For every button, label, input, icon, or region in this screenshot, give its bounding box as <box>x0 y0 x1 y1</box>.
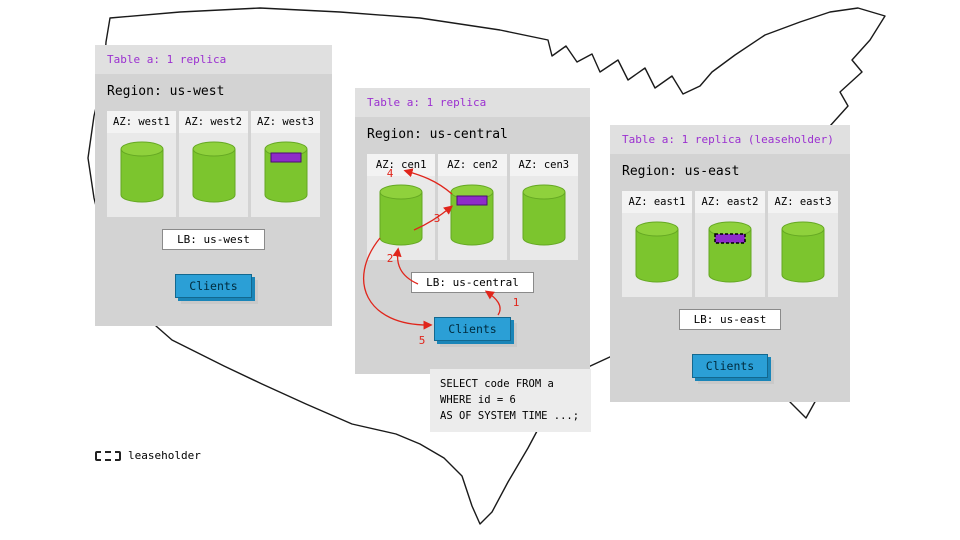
sql-query: SELECT code FROM a WHERE id = 6 AS OF SY… <box>430 369 591 433</box>
replica-cylinder <box>192 141 235 203</box>
table-replica-header: Table a: 1 replica (leaseholder) <box>610 125 850 154</box>
az-label: AZ: east1 <box>622 191 692 213</box>
legend-leaseholder-swatch <box>95 450 121 461</box>
clients-box: Clients <box>691 354 769 378</box>
sql-line: AS OF SYSTEM TIME ...; <box>440 409 580 422</box>
region-title: Region: us-east <box>622 164 740 179</box>
az-column-west3: AZ: west3 <box>251 111 320 217</box>
az-column-cen3: AZ: cen3 <box>509 154 578 260</box>
replica-cylinder <box>450 184 494 246</box>
replica-cylinder <box>120 141 163 203</box>
az-column-west1: AZ: west1 <box>107 111 176 217</box>
legend-leaseholder: leaseholder <box>95 449 201 462</box>
replica-cylinder <box>264 141 307 203</box>
sql-line: WHERE id = 6 <box>440 393 516 406</box>
leaseholder-bar <box>714 233 746 244</box>
legend-label: leaseholder <box>128 449 201 462</box>
az-label: AZ: cen3 <box>509 154 578 176</box>
az-label: AZ: east2 <box>695 191 765 213</box>
replica-cylinder <box>635 221 679 283</box>
region-title: Region: us-west <box>107 84 225 99</box>
az-column-east3: AZ: east3 <box>768 191 838 297</box>
az-column-cen2: AZ: cen2 <box>438 154 507 260</box>
replica-cylinder <box>708 221 752 283</box>
sql-line: SELECT code FROM a <box>440 378 554 390</box>
region-panel-us-central: Table a: 1 replica Region: us-central AZ… <box>355 88 590 374</box>
region-panel-us-west: Table a: 1 replica Region: us-west AZ: w… <box>95 45 332 326</box>
replica-cylinder <box>781 221 825 283</box>
az-label: AZ: cen1 <box>367 154 436 176</box>
replica-range-bar <box>456 195 488 206</box>
az-label: AZ: west2 <box>179 111 248 133</box>
load-balancer-box: LB: us-west <box>162 229 265 250</box>
az-label: AZ: east3 <box>768 191 838 213</box>
region-panel-us-east: Table a: 1 replica (leaseholder) Region:… <box>610 125 850 402</box>
clients-box: Clients <box>175 274 252 298</box>
table-replica-header: Table a: 1 replica <box>355 88 590 117</box>
clients-box: Clients <box>434 317 511 341</box>
replica-cylinder <box>522 184 566 246</box>
az-label: AZ: west1 <box>107 111 176 133</box>
replica-range-bar <box>270 152 301 163</box>
table-replica-header: Table a: 1 replica <box>95 45 332 74</box>
az-label: AZ: west3 <box>251 111 320 133</box>
region-title: Region: us-central <box>367 127 508 142</box>
az-column-cen1: AZ: cen1 <box>367 154 436 260</box>
az-column-west2: AZ: west2 <box>179 111 248 217</box>
load-balancer-box: LB: us-central <box>411 272 534 293</box>
az-column-east2: AZ: east2 <box>695 191 765 297</box>
load-balancer-box: LB: us-east <box>678 309 782 330</box>
az-column-east1: AZ: east1 <box>622 191 692 297</box>
replica-cylinder <box>379 184 423 246</box>
az-label: AZ: cen2 <box>438 154 507 176</box>
